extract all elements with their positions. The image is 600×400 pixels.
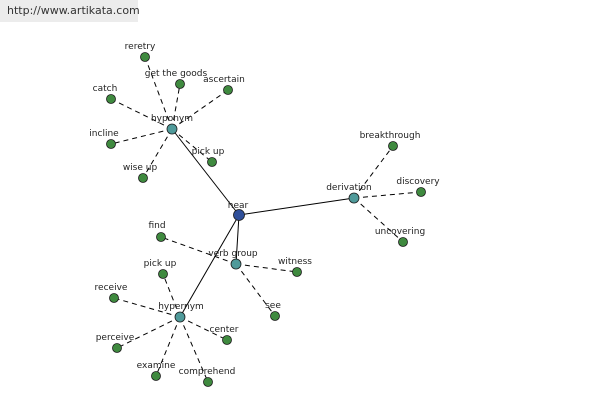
graph-edges [110, 56, 422, 383]
leaf-label-wise-up: wise up [123, 163, 158, 173]
edge-hyponym-catch [110, 98, 173, 130]
leaf-node-get-the-goods[interactable] [175, 79, 185, 89]
edge-hypernym-perceive [116, 316, 181, 349]
leaf-node-ascertain[interactable] [223, 85, 233, 95]
leaf-node-reretry[interactable] [140, 52, 150, 62]
leaf-label-witness: witness [278, 257, 312, 267]
edge-hypernym-pick-up [162, 273, 181, 318]
relation-node-hyponym[interactable] [166, 123, 178, 135]
leaf-label-center: center [210, 325, 239, 335]
leaf-node-catch[interactable] [106, 94, 116, 104]
leaf-node-uncovering[interactable] [398, 237, 408, 247]
leaf-node-breakthrough[interactable] [388, 141, 398, 151]
leaf-label-reretry: reretry [125, 42, 156, 52]
leaf-label-breakthrough: breakthrough [360, 131, 421, 141]
leaf-label-discovery: discovery [396, 177, 440, 187]
edge-hyponym-get-the-goods [171, 83, 181, 130]
edge-hypernym-comprehend [179, 316, 209, 383]
center-label-hear: hear [228, 201, 249, 211]
leaf-label-perceive: perceive [96, 333, 135, 343]
leaf-node-center[interactable] [222, 335, 232, 345]
leaf-node-witness[interactable] [292, 267, 302, 277]
leaf-label-receive: receive [95, 283, 128, 293]
edge-hyponym-wise-up [142, 128, 173, 179]
leaf-label-pick-up: pick up [144, 259, 177, 269]
leaf-node-incline[interactable] [106, 139, 116, 149]
graph-nodes [106, 52, 426, 387]
edge-hyponym-incline [110, 128, 173, 145]
leaf-node-find[interactable] [156, 232, 166, 242]
leaf-node-pick-up[interactable] [207, 157, 217, 167]
leaf-label-uncovering: uncovering [375, 227, 425, 237]
relation-node-derivation[interactable] [348, 192, 360, 204]
leaf-label-pick-up: pick up [192, 147, 225, 157]
relation-node-verb-group[interactable] [230, 258, 242, 270]
leaf-label-ascertain: ascertain [203, 75, 245, 85]
leaf-label-incline: incline [89, 129, 119, 139]
edge-derivation-uncovering [353, 197, 404, 243]
leaf-node-discovery[interactable] [416, 187, 426, 197]
edge-hear-verb-group [235, 214, 240, 265]
leaf-node-examine[interactable] [151, 371, 161, 381]
relation-label-hyponym: hyponym [151, 114, 193, 124]
edge-verb-group-see [235, 263, 276, 317]
leaf-label-comprehend: comprehend [179, 367, 236, 377]
edge-hypernym-examine [155, 316, 181, 377]
leaf-label-find: find [148, 221, 165, 231]
edge-hear-derivation [238, 197, 355, 216]
relation-label-verb-group: verb group [208, 249, 258, 259]
center-node-hear[interactable] [233, 209, 245, 221]
leaf-node-see[interactable] [270, 311, 280, 321]
leaf-node-comprehend[interactable] [203, 377, 213, 387]
leaf-node-wise-up[interactable] [138, 173, 148, 183]
edge-hyponym-ascertain [171, 89, 229, 130]
edge-derivation-discovery [353, 191, 422, 199]
leaf-node-receive[interactable] [109, 293, 119, 303]
edge-hyponym-reretry [144, 56, 173, 130]
leaf-label-see: see [265, 301, 281, 311]
leaf-label-catch: catch [93, 84, 118, 94]
edge-verb-group-witness [235, 263, 298, 273]
leaf-label-get-the-goods: get the goods [145, 69, 208, 79]
site-url[interactable]: http://www.artikata.com [0, 0, 140, 22]
edge-derivation-breakthrough [353, 145, 394, 199]
relation-node-hypernym[interactable] [174, 311, 186, 323]
relation-label-hypernym: hypernym [158, 302, 204, 312]
leaf-node-pick-up[interactable] [158, 269, 168, 279]
relation-label-derivation: derivation [326, 183, 372, 193]
edge-verb-group-find [160, 236, 237, 265]
edge-hear-hypernym [179, 214, 240, 318]
edge-hear-hyponym [171, 128, 240, 216]
edge-hypernym-receive [113, 297, 181, 318]
edge-hyponym-pick-up [171, 128, 213, 163]
leaf-label-examine: examine [137, 361, 176, 371]
leaf-node-perceive[interactable] [112, 343, 122, 353]
